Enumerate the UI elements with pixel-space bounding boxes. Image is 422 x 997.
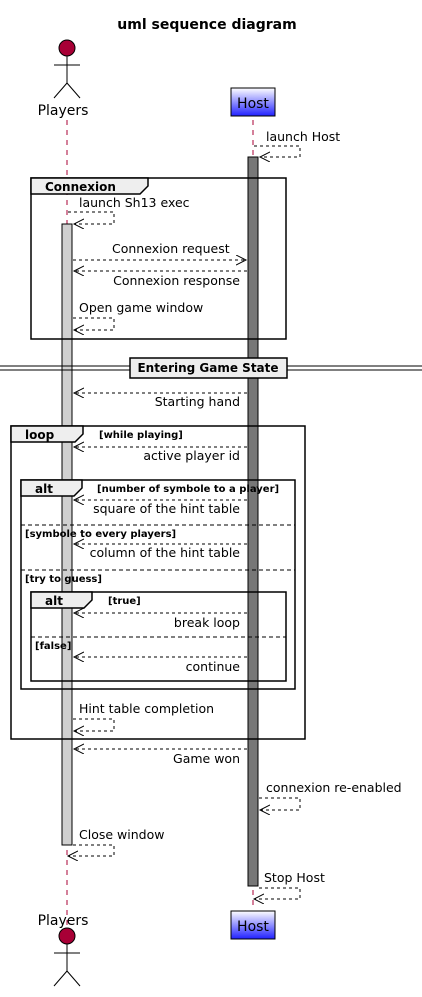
msg-launch-host: launch Host	[266, 129, 340, 144]
inner-alt-label: alt	[45, 594, 63, 608]
connexion-frame-label: Connexion	[45, 180, 116, 194]
alt-guard-1: [number of symbole to a player]	[97, 484, 279, 495]
host-box-top	[230, 87, 276, 117]
msg-close-window: Close window	[79, 827, 164, 842]
msg-column-hint: column of the hint table	[90, 545, 241, 560]
actor-head-icon	[58, 927, 76, 945]
msg-continue: continue	[186, 659, 241, 674]
host-box-bottom	[230, 910, 276, 940]
inner-alt-guard-2: [false]	[35, 641, 71, 652]
host-label-bottom: Host	[237, 919, 269, 935]
host-activation-bar	[247, 156, 259, 887]
game-state-divider: Entering Game State	[0, 357, 422, 379]
players-actor-top	[53, 39, 81, 99]
msg-game-won: Game won	[173, 751, 240, 766]
alt-frame: alt [number of symbole to a player] [sym…	[20, 479, 296, 690]
players-label-bottom: Players	[38, 913, 89, 929]
players-label-top: Players	[38, 103, 89, 119]
players-activation-bar	[61, 223, 73, 846]
loop-frame-label: loop	[25, 428, 55, 442]
msg-hint-completion: Hint table completion	[79, 701, 214, 716]
msg-connexion-reenabled: connexion re-enabled	[266, 780, 402, 795]
msg-open-game-window: Open game window	[79, 300, 203, 315]
alt-guard-2: [symbole to every players]	[25, 529, 176, 540]
loop-frame: loop [while playing]	[10, 425, 306, 740]
alt-frame-label: alt	[35, 482, 53, 496]
connexion-frame: Connexion	[30, 177, 287, 340]
loop-guard: [while playing]	[99, 430, 183, 441]
actor-head-icon	[58, 39, 76, 57]
msg-square-hint: square of the hint table	[93, 501, 240, 516]
msg-starting-hand: Starting hand	[155, 394, 240, 409]
inner-alt-guard-1: [true]	[108, 596, 141, 607]
alt-guard-3: [try to guess]	[25, 574, 102, 585]
divider-label: Entering Game State	[137, 361, 278, 375]
inner-alt-frame: alt [true] [false]	[30, 591, 287, 682]
msg-connexion-request: Connexion request	[112, 241, 230, 256]
msg-active-player-id: active player id	[143, 448, 240, 463]
msg-launch-sh13: launch Sh13 exec	[79, 195, 190, 210]
msg-break-loop: break loop	[174, 615, 240, 630]
players-actor-bottom	[53, 927, 81, 987]
msg-connexion-response: Connexion response	[113, 273, 240, 288]
host-label-top: Host	[237, 96, 269, 112]
msg-stop-host: Stop Host	[264, 870, 325, 885]
diagram-title: uml sequence diagram	[117, 17, 296, 33]
